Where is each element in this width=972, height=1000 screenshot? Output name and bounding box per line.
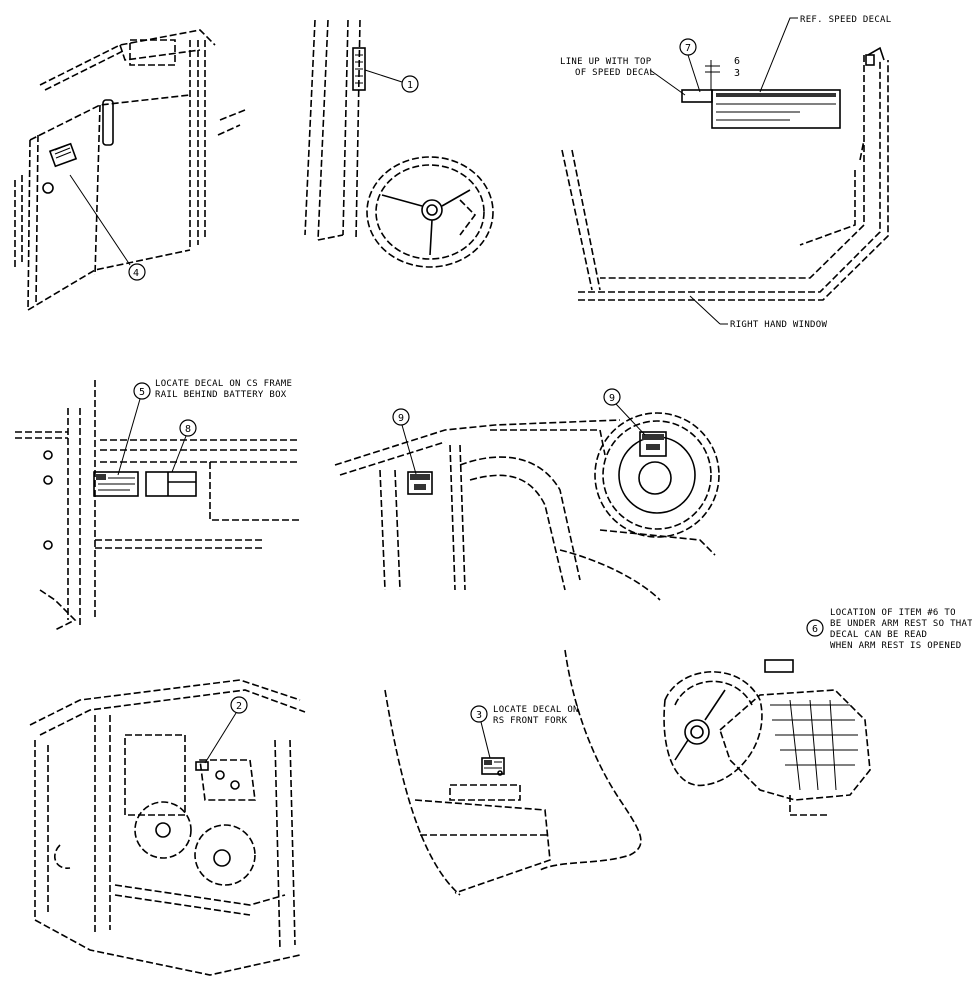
view-cab-air-cleaner: 9 9 bbox=[334, 388, 720, 601]
note-item6-2: BE UNDER ARM REST SO THAT bbox=[830, 619, 972, 629]
view-cs-frame-rail: 5 8 LOCATE DECAL ON CS FRAME RAIL BEHIND… bbox=[15, 379, 300, 631]
note-locate-cs-2: RAIL BEHIND BATTERY BOX bbox=[155, 390, 287, 400]
balloon-1: 1 bbox=[407, 80, 413, 91]
dim-3: 3 bbox=[734, 68, 740, 79]
note-ref-speed-decal: REF. SPEED DECAL bbox=[800, 15, 892, 25]
balloon-8: 8 bbox=[185, 424, 191, 435]
balloon-5: 5 bbox=[139, 387, 145, 398]
balloon-3: 3 bbox=[476, 710, 482, 721]
note-line-up-1: LINE UP WITH TOP bbox=[560, 57, 652, 67]
view-front-fork: 3 LOCATE DECAL ON RS FRONT FORK bbox=[384, 649, 642, 896]
view-frame-tanks: 2 bbox=[29, 679, 306, 976]
view-arm-rest: 6 LOCATION OF ITEM #6 TO BE UNDER ARM RE… bbox=[663, 608, 972, 816]
dim-6: 6 bbox=[734, 56, 740, 67]
note-locate-rs-2: RS FRONT FORK bbox=[493, 716, 568, 726]
balloon-6: 6 bbox=[812, 624, 818, 635]
balloon-7: 7 bbox=[685, 43, 691, 54]
note-locate-cs-1: LOCATE DECAL ON CS FRAME bbox=[155, 379, 292, 389]
note-item6-3: DECAL CAN BE READ bbox=[830, 630, 927, 640]
note-locate-rs-1: LOCATE DECAL ON bbox=[493, 705, 579, 715]
note-line-up-2: OF SPEED DECAL bbox=[575, 68, 655, 78]
note-right-hand-window: RIGHT HAND WINDOW bbox=[730, 320, 827, 330]
balloon-2: 2 bbox=[236, 701, 242, 712]
balloon-4: 4 bbox=[133, 268, 139, 279]
balloon-9-left: 9 bbox=[398, 413, 404, 424]
note-item6-1: LOCATION OF ITEM #6 TO bbox=[830, 608, 956, 618]
balloon-9-right: 9 bbox=[609, 393, 615, 404]
note-item6-4: WHEN ARM REST IS OPENED bbox=[830, 641, 962, 651]
view-door-panel: 4 bbox=[14, 29, 246, 311]
view-right-hand-window: 7 6 3 LINE UP WITH TOP OF SPEED DECAL RE… bbox=[560, 15, 892, 330]
view-steering-column: 1 bbox=[304, 19, 494, 268]
